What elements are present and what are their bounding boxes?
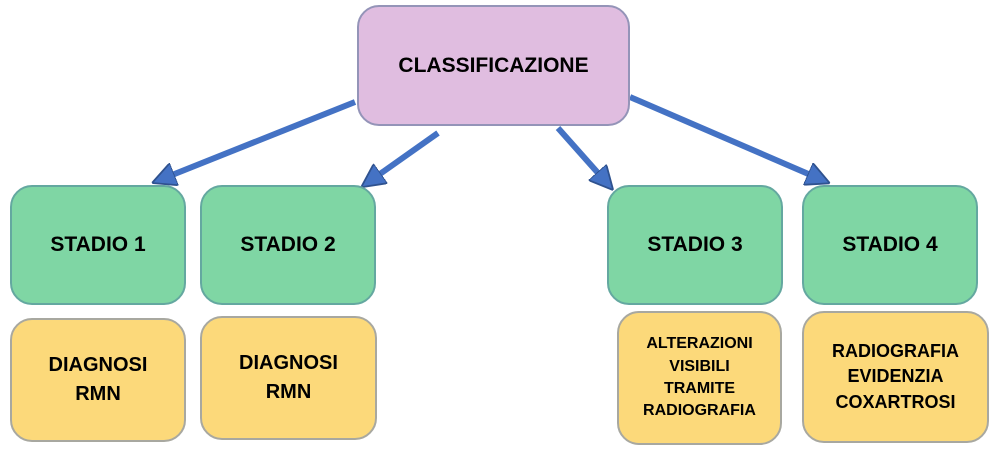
detail-node-4: RADIOGRAFIA EVIDENZIA COXARTROSI — [802, 311, 989, 443]
stage-node-2: STADIO 2 — [200, 185, 376, 305]
detail-node-3: ALTERAZIONI VISIBILI TRAMITE RADIOGRAFIA — [617, 311, 782, 445]
stage-node-1: STADIO 1 — [10, 185, 186, 305]
stage-label: STADIO 4 — [842, 233, 938, 257]
detail-line: DIAGNOSI — [48, 354, 148, 376]
detail-node-2: DIAGNOSI RMN — [200, 316, 377, 440]
detail-line: RADIOGRAFIA — [832, 341, 959, 362]
detail-line: DIAGNOSI — [239, 352, 338, 374]
stage-label: STADIO 1 — [50, 233, 146, 257]
detail-line: RMN — [265, 381, 312, 403]
detail-line: TRAMITE — [663, 380, 736, 397]
detail-line: EVIDENZIA — [847, 366, 944, 387]
arrow-to-stadio-1 — [162, 99, 357, 179]
detail-line: COXARTROSI — [835, 391, 956, 412]
stage-label: STADIO 3 — [647, 233, 743, 257]
detail-line: RMN — [75, 383, 121, 405]
detail-line: VISIBILI — [669, 357, 730, 375]
arrow-to-stadio-2 — [370, 130, 440, 181]
stage-node-3: STADIO 3 — [607, 185, 783, 305]
arrow-to-stadio-4 — [628, 94, 820, 179]
root-node: CLASSIFICAZIONE — [357, 5, 630, 126]
stage-label: STADIO 2 — [240, 233, 336, 257]
stage-node-4: STADIO 4 — [802, 185, 978, 305]
detail-line: RADIOGRAFIA — [643, 402, 756, 420]
arrow-to-stadio-3 — [555, 126, 606, 182]
detail-line: ALTERAZIONI — [646, 335, 753, 353]
detail-node-1: DIAGNOSI RMN — [10, 318, 186, 442]
root-label: CLASSIFICAZIONE — [398, 53, 589, 77]
